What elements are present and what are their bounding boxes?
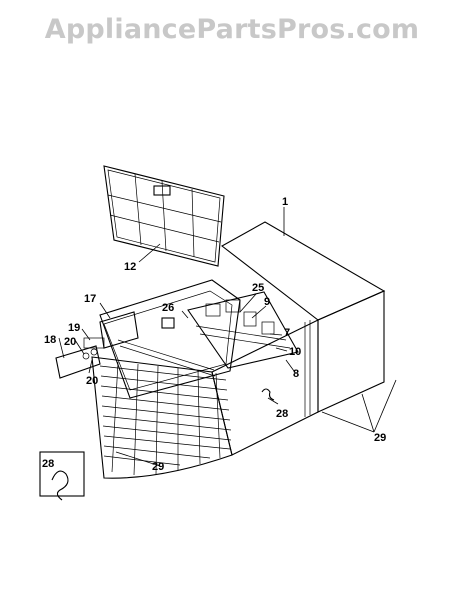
cabinet-housing	[211, 221, 386, 456]
callout-28-cabinet: 28	[276, 408, 288, 420]
callout-18: 18	[44, 334, 56, 346]
callout-17: 17	[84, 293, 96, 305]
callout-25: 25	[252, 282, 264, 294]
control-board-assembly	[187, 291, 299, 369]
callout-10: 10	[289, 346, 301, 358]
callout-29-bottom: 29	[152, 461, 164, 473]
callout-20-upper: 20	[64, 336, 76, 348]
air-filter	[103, 165, 225, 267]
callout-29-right: 29	[374, 432, 386, 444]
watermark-text: AppliancePartsPros.com	[44, 14, 420, 45]
part-28-clip	[261, 388, 275, 401]
part-26-bracket	[161, 317, 175, 329]
front-grille	[91, 279, 241, 479]
callout-28-inset: 28	[42, 458, 54, 470]
callout-8: 8	[293, 368, 299, 380]
callout-1: 1	[282, 196, 288, 208]
inset-part-28	[39, 451, 85, 501]
callout-19: 19	[68, 322, 80, 334]
callout-12: 12	[124, 261, 136, 273]
callout-7: 7	[284, 327, 290, 339]
control-panel-parts	[55, 311, 139, 379]
callout-9: 9	[264, 296, 270, 308]
callout-20-lower: 20	[86, 375, 98, 387]
callout-26: 26	[162, 302, 174, 314]
leader-lines	[58, 207, 397, 467]
